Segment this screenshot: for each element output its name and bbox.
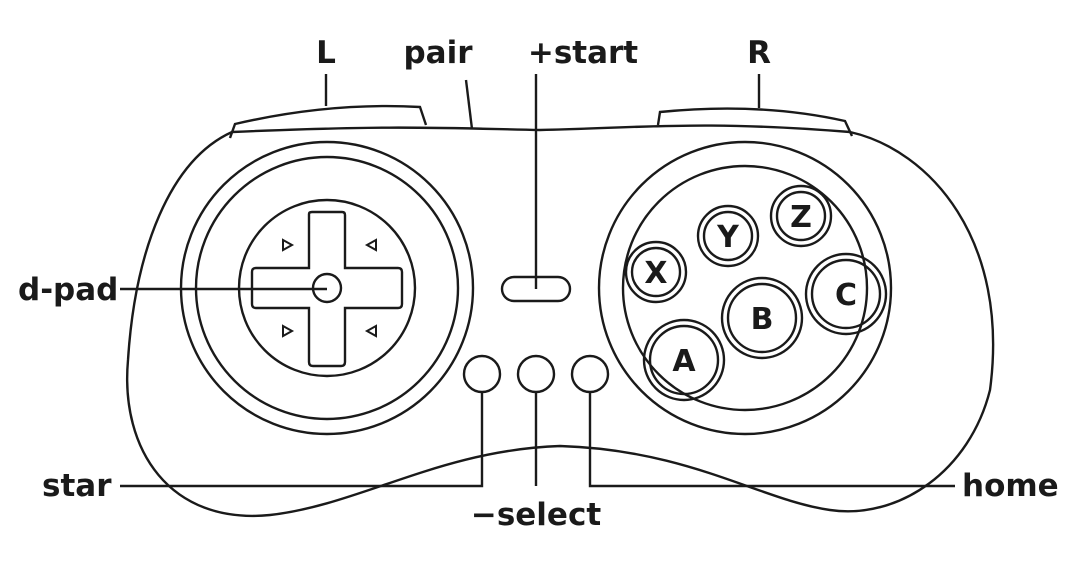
select-button <box>516 354 556 394</box>
dpad-cross <box>250 210 404 368</box>
face-button-c: C <box>804 252 888 336</box>
face-button-x: X <box>624 240 688 304</box>
face-button-x-label: X <box>644 256 667 291</box>
star-button <box>462 354 502 394</box>
star-label: star <box>42 468 112 504</box>
controller-body-outline <box>125 124 995 518</box>
face-button-z-label: Z <box>790 200 812 235</box>
star-callout-line <box>120 392 484 488</box>
pair-label: pair <box>403 35 473 71</box>
l-label: L <box>316 35 336 71</box>
r-label: R <box>747 35 771 71</box>
l-shoulder-button <box>228 104 428 139</box>
face-button-c-label: C <box>835 278 857 313</box>
face-ring-outer <box>597 140 893 436</box>
home-label: home <box>962 468 1059 504</box>
face-ring-inner <box>621 164 869 412</box>
face-button-a: A <box>642 318 726 402</box>
face-button-b: B <box>720 276 804 360</box>
dpad-arrow-down-right-icon <box>364 324 377 338</box>
face-button-a-label: A <box>672 344 696 379</box>
dpad-arrow-up-left-icon <box>282 238 295 252</box>
face-button-y-label: Y <box>716 220 740 255</box>
face-button-z: Z <box>769 184 833 248</box>
face-button-b-label: B <box>751 302 774 337</box>
home-button <box>570 354 610 394</box>
pair-callout-line <box>464 79 474 130</box>
dpad-label: d-pad <box>18 272 118 308</box>
home-callout-line <box>588 392 955 488</box>
select-label: −select <box>471 497 601 533</box>
dpad-arrow-down-left-icon <box>282 324 295 338</box>
start-label: +start <box>528 35 638 71</box>
face-button-y: Y <box>696 204 760 268</box>
r-shoulder-button <box>656 107 854 137</box>
dpad-arrow-up-right-icon <box>364 238 377 252</box>
